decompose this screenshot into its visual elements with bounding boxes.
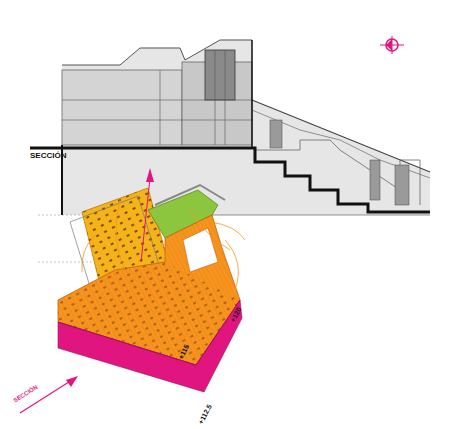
section-label: SECCIÓN xyxy=(12,384,38,404)
plan-diagram xyxy=(20,168,245,413)
section-title: SECCIÓN xyxy=(30,152,66,160)
north-symbol xyxy=(380,36,404,54)
level-mark: +112.5 xyxy=(197,403,213,425)
section-drawing xyxy=(30,40,430,215)
